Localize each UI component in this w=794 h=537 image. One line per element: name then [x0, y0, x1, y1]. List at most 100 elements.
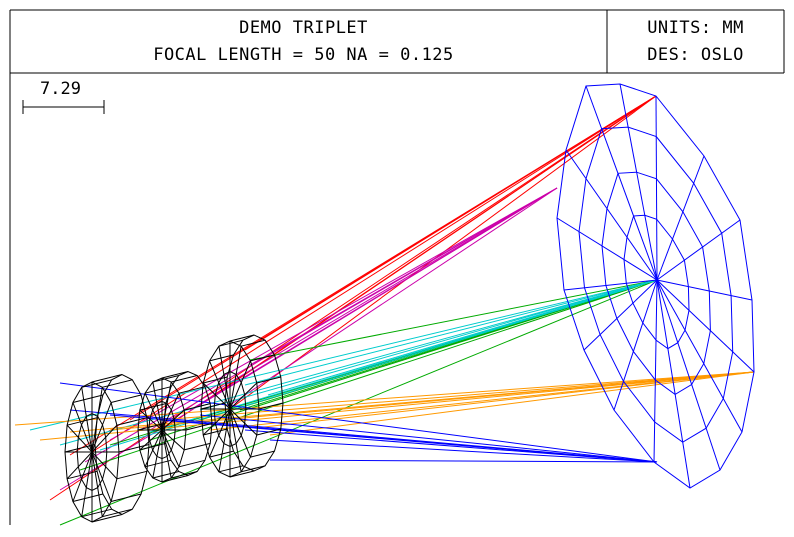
image-spoke	[613, 279, 658, 411]
lens-spoke	[229, 408, 242, 472]
lens-edge-segment	[256, 428, 281, 436]
lens-edge-segment	[250, 450, 275, 458]
lens-edge-segment	[218, 339, 244, 347]
ray-2-7	[249, 187, 558, 366]
ray-6-4	[159, 419, 658, 463]
ray-6-1	[59, 382, 658, 463]
lens-spoke	[202, 408, 231, 436]
lens-edge-segment	[152, 375, 179, 383]
lens-spoke	[66, 424, 93, 453]
lens-edge-segment	[171, 471, 198, 479]
lens-spoke	[91, 451, 118, 480]
lens-spoke	[202, 382, 231, 410]
image-spoke	[653, 279, 658, 463]
lens-edge-segment	[144, 386, 172, 394]
lens-3	[200, 334, 284, 478]
units-label: UNITS: MM	[647, 18, 744, 38]
lens-edge-segment	[110, 394, 142, 403]
image-spoke	[656, 219, 741, 281]
lens-spoke	[209, 360, 231, 410]
ray-4-7	[267, 279, 658, 396]
image-spoke	[565, 149, 658, 281]
scale-bar-label: 7.29	[40, 79, 81, 99]
image-spoke	[556, 217, 658, 281]
ray-5-7	[254, 371, 755, 429]
image-surface-wireframe	[556, 83, 755, 489]
lens-spoke	[81, 387, 93, 453]
lens-inner-ring	[148, 400, 176, 460]
lens-spoke	[66, 451, 93, 480]
lens-edge-segment	[229, 470, 255, 478]
ray-4-1	[29, 279, 658, 431]
ray-5-6	[209, 371, 755, 431]
lens-edge-segment	[72, 493, 104, 502]
lens-edge-segment	[185, 423, 213, 431]
lens-edge-segment	[81, 379, 112, 388]
lens-edge-segment	[229, 334, 255, 342]
image-spoke	[656, 279, 721, 471]
lens-spoke	[72, 451, 93, 502]
lens-edge-segment	[144, 459, 172, 468]
image-spoke	[656, 155, 705, 281]
lens-inner-ring	[213, 371, 247, 447]
lens-edge-segment	[240, 339, 266, 347]
ray-2-4	[149, 187, 558, 431]
lens-spoke	[91, 402, 112, 453]
lens-edge-segment	[81, 508, 112, 518]
lens-edge-segment	[102, 379, 133, 388]
lens-spoke	[152, 429, 163, 479]
lens-edge-segment	[171, 375, 198, 383]
lens-edge-segment	[91, 514, 123, 523]
lens-edge-segment	[72, 394, 104, 403]
lens-spoke	[144, 392, 163, 431]
lens-edge-segment	[203, 428, 228, 436]
ray-3-2	[79, 279, 658, 471]
lens-spoke	[229, 382, 258, 410]
lens-spoke	[91, 451, 103, 517]
ray-2-3	[109, 187, 558, 441]
lens-spoke	[161, 409, 185, 431]
lens-edge-segment	[91, 374, 123, 383]
lens-spoke	[139, 409, 163, 431]
lens-spoke	[209, 408, 231, 458]
lens-edge-segment	[161, 475, 189, 483]
lens-spoke	[161, 429, 185, 451]
lens-spoke	[229, 346, 242, 410]
drawing-frame	[9, 9, 785, 525]
ray-3-1	[59, 279, 658, 526]
lens-edge-segment	[139, 442, 166, 451]
image-spoke	[656, 279, 753, 301]
lens-group	[64, 334, 284, 523]
ray-5-4	[109, 371, 755, 431]
ray-6-6	[244, 429, 658, 463]
designer-label: DES: OSLO	[647, 45, 744, 65]
image-spoke	[656, 279, 755, 373]
lens-edge-segment	[200, 402, 226, 410]
ray-6-5	[199, 414, 658, 463]
lens-edge-segment	[161, 371, 189, 379]
lens-spoke	[81, 451, 93, 517]
lens-inner-ring	[76, 412, 108, 492]
lens-2	[137, 370, 213, 483]
lens-spoke	[161, 381, 172, 431]
ray-6-7	[269, 439, 658, 463]
lens-spoke	[91, 424, 118, 453]
lens-edge-segment	[102, 508, 133, 518]
lens-edge-segment	[203, 376, 228, 384]
scale-bar	[22, 100, 105, 114]
image-spoke	[563, 279, 658, 291]
image-spoke	[655, 95, 658, 281]
lens-edge-segment	[218, 465, 244, 473]
lens-edge-segment	[139, 403, 166, 411]
image-spoke	[585, 85, 658, 281]
image-spoke	[656, 279, 691, 489]
lens-edge-segment	[152, 471, 179, 479]
lens-edge-segment	[250, 354, 275, 362]
image-spoke	[583, 279, 658, 351]
lens-spoke	[218, 346, 231, 410]
image-spoke	[656, 279, 743, 433]
lens-spoke	[139, 429, 163, 451]
lens-spoke	[218, 408, 231, 472]
lens-edge-segment	[178, 386, 206, 394]
ray-1-6	[199, 95, 657, 406]
